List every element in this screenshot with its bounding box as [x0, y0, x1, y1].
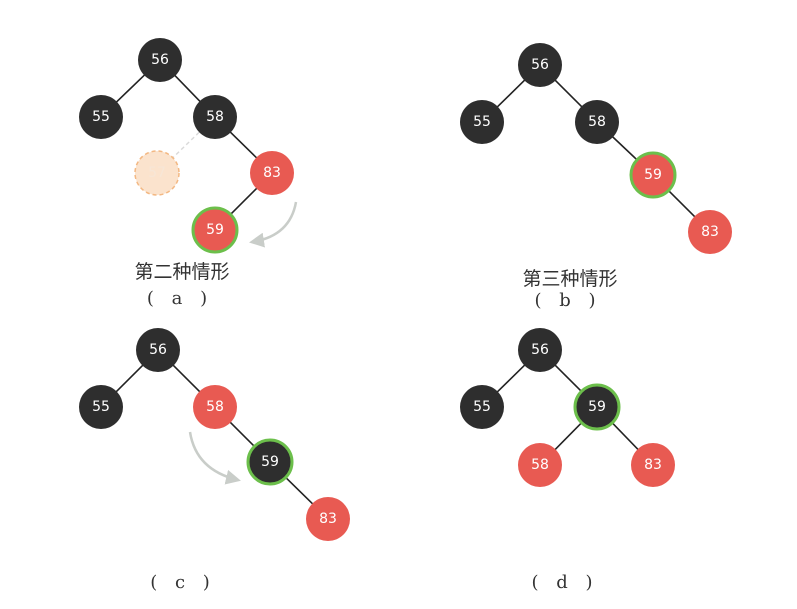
- node-circle: [79, 95, 123, 139]
- node-value: 55: [92, 109, 110, 125]
- edge-a56-a58: [173, 73, 202, 104]
- node-59-panel-c: 59: [246, 438, 294, 486]
- node-56-panel-a: 56: [138, 38, 182, 82]
- node-55-panel-a: 55: [79, 95, 123, 139]
- node-circle: [631, 443, 675, 487]
- node-circle: [518, 443, 562, 487]
- node-83-panel-c: 83: [306, 497, 350, 541]
- node-circle: [79, 385, 123, 429]
- node-circle: [134, 150, 180, 196]
- node-circle: [688, 210, 732, 254]
- panel-label-d: ( d ): [531, 572, 599, 593]
- node-value: 55: [473, 399, 491, 415]
- node-circle: [250, 151, 294, 195]
- node-58-panel-b: 58: [575, 100, 619, 144]
- node-value: 55: [473, 114, 491, 130]
- case-label-b: 第三种情形: [522, 268, 618, 290]
- case-label-a: 第二种情形: [134, 261, 230, 283]
- node-value: 59: [588, 399, 606, 415]
- node-59-panel-a: 59: [191, 206, 239, 254]
- node-58-panel-d: 58: [518, 443, 562, 487]
- node-circle: [575, 100, 619, 144]
- node-55-panel-b: 55: [460, 100, 504, 144]
- node-56-panel-c: 56: [136, 328, 180, 372]
- node-value: 83: [701, 224, 719, 240]
- edge-c59-c83: [283, 475, 315, 506]
- node-circle: [193, 385, 237, 429]
- node-circle: [138, 38, 182, 82]
- node-58-panel-c: 58: [193, 385, 237, 429]
- node-circle: [460, 100, 504, 144]
- node-circle: [191, 206, 239, 254]
- node-value: 58: [588, 114, 606, 130]
- node-83-panel-b: 83: [688, 210, 732, 254]
- rotation-arrow-c: [188, 431, 241, 485]
- edge-b59-b83: [666, 188, 697, 219]
- node-59-panel-d: 59: [573, 383, 621, 431]
- node-circle: [629, 151, 677, 199]
- node-value: 56: [151, 52, 169, 68]
- edge-c56-c58: [171, 363, 202, 394]
- node-circle: [460, 385, 504, 429]
- node-circle: [193, 95, 237, 139]
- panel-label-c: ( c ): [150, 572, 216, 593]
- node-55-panel-c: 55: [79, 385, 123, 429]
- node-value: 59: [261, 454, 279, 470]
- dashed-edge-a58-a57: [172, 131, 200, 159]
- edges-layer: [114, 73, 697, 506]
- edge-d59-d58: [553, 420, 584, 452]
- node-58-panel-a: 58: [193, 95, 237, 139]
- edge-d59-d83: [610, 420, 640, 452]
- arrows-layer: [188, 201, 298, 485]
- node-83-panel-a: 83: [250, 151, 294, 195]
- node-value: 59: [644, 167, 662, 183]
- node-57-panel-a: 57: [134, 150, 180, 196]
- edge-c56-c55: [114, 363, 145, 394]
- node-circle: [136, 328, 180, 372]
- node-56-panel-b: 56: [518, 43, 562, 87]
- node-56-panel-d: 56: [518, 328, 562, 372]
- node-circle: [573, 383, 621, 431]
- nodes-layer: 56 55 58 57 83 59 56 55 58 59 83 56 55 58 59 83 56 55 59 58…: [79, 38, 732, 541]
- node-value: 58: [206, 399, 224, 415]
- edge-b56-b58: [553, 78, 584, 109]
- rotation-arrow-a: [249, 201, 298, 248]
- node-55-panel-d: 55: [460, 385, 504, 429]
- node-value: 58: [531, 457, 549, 473]
- node-circle: [306, 497, 350, 541]
- edge-a58-a83: [228, 130, 259, 160]
- node-83-panel-d: 83: [631, 443, 675, 487]
- panel-label-b: ( b ): [534, 290, 602, 311]
- edge-d56-d59: [553, 363, 584, 394]
- node-circle: [518, 43, 562, 87]
- node-value: 56: [531, 342, 549, 358]
- edge-a83-a59: [228, 186, 259, 217]
- node-value: 56: [149, 342, 167, 358]
- node-59-panel-b: 59: [629, 151, 677, 199]
- edge-d56-d55: [495, 363, 527, 394]
- edge-c58-c59: [228, 420, 257, 449]
- node-value: 56: [531, 57, 549, 73]
- node-value: 83: [644, 457, 662, 473]
- node-value: 83: [319, 511, 337, 527]
- node-value: 58: [206, 109, 224, 125]
- edge-a56-a55: [114, 73, 147, 104]
- node-value: 83: [263, 165, 281, 181]
- node-circle: [518, 328, 562, 372]
- node-value: 59: [206, 222, 224, 238]
- panel-label-a: ( a ): [146, 288, 214, 309]
- node-circle: [246, 438, 294, 486]
- edge-b56-b55: [495, 78, 527, 109]
- node-value: 55: [92, 399, 110, 415]
- edge-b58-b59: [610, 135, 640, 162]
- node-value: 57: [148, 165, 166, 181]
